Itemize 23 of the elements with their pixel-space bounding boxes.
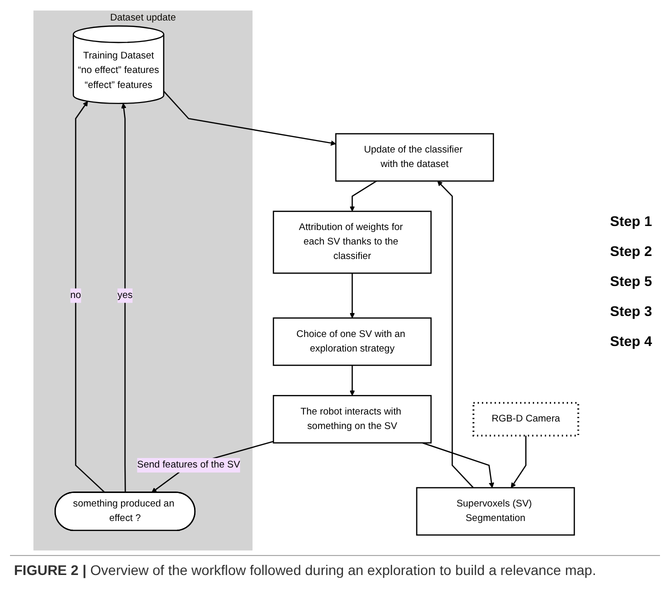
node-box: The robot interacts with something on the SV — [272, 395, 432, 444]
arrow — [350, 180, 377, 212]
step-label: Step 4 — [610, 332, 652, 348]
edge-label: no — [70, 290, 82, 300]
step-label: Step 3 — [610, 302, 652, 318]
edge-label: Send features of the SV — [137, 460, 240, 470]
node-box: Attribution of weights for each SV thanks to the classifier — [272, 210, 432, 274]
node-box: Update of the classifier with the dataset — [335, 133, 494, 182]
step-label: Step 1 — [610, 212, 652, 228]
arrow — [163, 90, 336, 146]
edge-label: yes — [117, 290, 133, 300]
step-label: Step 2 — [610, 242, 652, 258]
arrow — [121, 103, 126, 493]
arrow — [437, 180, 474, 488]
step-label: Step 5 — [610, 272, 652, 288]
node-box: Choice of one SV with an exploration strategy — [272, 317, 432, 366]
arrow — [422, 442, 494, 488]
arrow — [350, 273, 355, 318]
figure-caption: FIGURE 2 | Overview of the workflow followed during an exploration to build a relevance map. — [10, 555, 660, 584]
arrow — [510, 436, 526, 488]
arrow — [350, 365, 355, 396]
node-box: Supervoxels (SV) Segmentation — [416, 487, 575, 536]
arrow — [75, 101, 106, 494]
